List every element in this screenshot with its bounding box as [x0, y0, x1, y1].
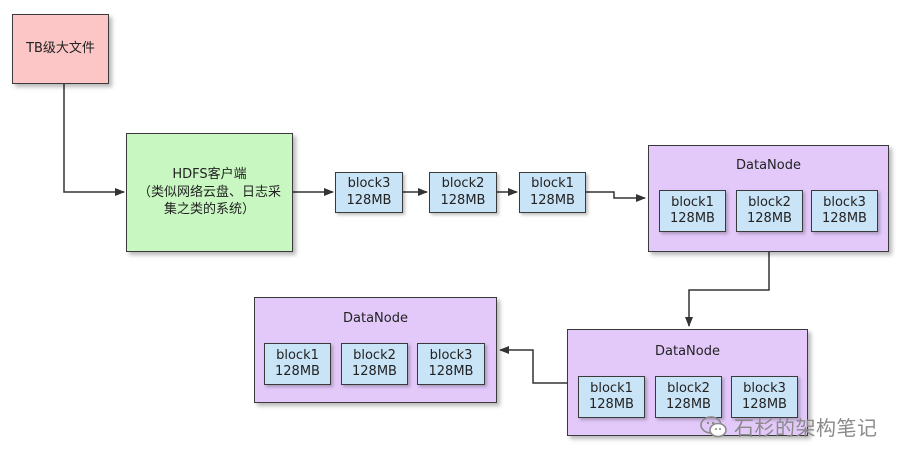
watermark-text: 石杉的架构笔记 [734, 416, 878, 440]
block-size: 128MB [440, 192, 486, 208]
block-name: block1 [276, 347, 319, 363]
datanode-title: DataNode [343, 311, 408, 326]
datanode-title: DataNode [655, 344, 720, 359]
block-name: block2 [353, 347, 396, 363]
block-size: 128MB [747, 211, 792, 226]
datanode-1-block-2: block2 128MB [736, 190, 803, 232]
block-name: block3 [347, 176, 391, 192]
block-size: 128MB [275, 364, 320, 379]
block-name: block1 [671, 194, 714, 210]
datanode-2-block-1: block1 128MB [578, 376, 645, 418]
datanode-3-block-1: block1 128MB [264, 343, 331, 385]
wechat-icon [700, 415, 727, 437]
block-name: block1 [531, 176, 574, 192]
block-name: block2 [748, 194, 791, 210]
arrow-datanode1-to-datanode2 [685, 252, 770, 327]
datanode-3: DataNode block1 128MB block2 128MB block… [254, 297, 497, 403]
block-size: 128MB [352, 364, 397, 379]
queue-block-1: block1 128MB [519, 172, 586, 213]
datanode-title: DataNode [736, 158, 801, 173]
datanode-1-block-3: block3 128MB [811, 190, 878, 232]
arrow-source-to-client [63, 84, 125, 196]
datanode-2: DataNode block1 128MB block2 128MB block… [567, 329, 808, 436]
datanode-1: DataNode block1 128MB block2 128MB block… [648, 145, 889, 252]
tb-file-label: TB级大文件 [26, 41, 95, 57]
client-desc-line1: （类似网络云盘、日志采 [137, 184, 281, 200]
datanode-3-block-3: block3 128MB [417, 343, 485, 385]
block-size: 128MB [530, 192, 575, 208]
block-size: 128MB [670, 211, 715, 226]
tb-file-box: TB级大文件 [12, 14, 109, 84]
arrow-block1-to-datanode1 [586, 191, 646, 202]
block-name: block3 [823, 194, 866, 210]
queue-block-3: block3 128MB [335, 172, 403, 213]
datanode-2-block-2: block2 128MB [655, 376, 722, 418]
block-size: 128MB [346, 192, 392, 208]
block-name: block3 [429, 347, 473, 363]
block-size: 128MB [589, 397, 634, 412]
block-name: block3 [743, 380, 786, 396]
client-desc-line2: 集之类的系统） [163, 202, 255, 218]
queue-block-2: block2 128MB [429, 172, 497, 213]
arrow-datanode2-to-datanode3 [499, 346, 567, 384]
datanode-2-block-3: block3 128MB [731, 376, 798, 418]
block-size: 128MB [822, 211, 867, 226]
block-name: block1 [590, 380, 633, 396]
block-size: 128MB [742, 397, 787, 412]
hdfs-client-box: HDFS客户端 （类似网络云盘、日志采 集之类的系统） [126, 133, 293, 252]
block-name: block2 [441, 176, 485, 192]
watermark: 石杉的架构笔记 [700, 412, 878, 441]
block-name: block2 [667, 380, 710, 396]
datanode-1-block-1: block1 128MB [659, 190, 726, 232]
client-title: HDFS客户端 [172, 167, 247, 183]
block-size: 128MB [666, 397, 711, 412]
block-size: 128MB [428, 364, 474, 379]
datanode-3-block-2: block2 128MB [341, 343, 408, 385]
